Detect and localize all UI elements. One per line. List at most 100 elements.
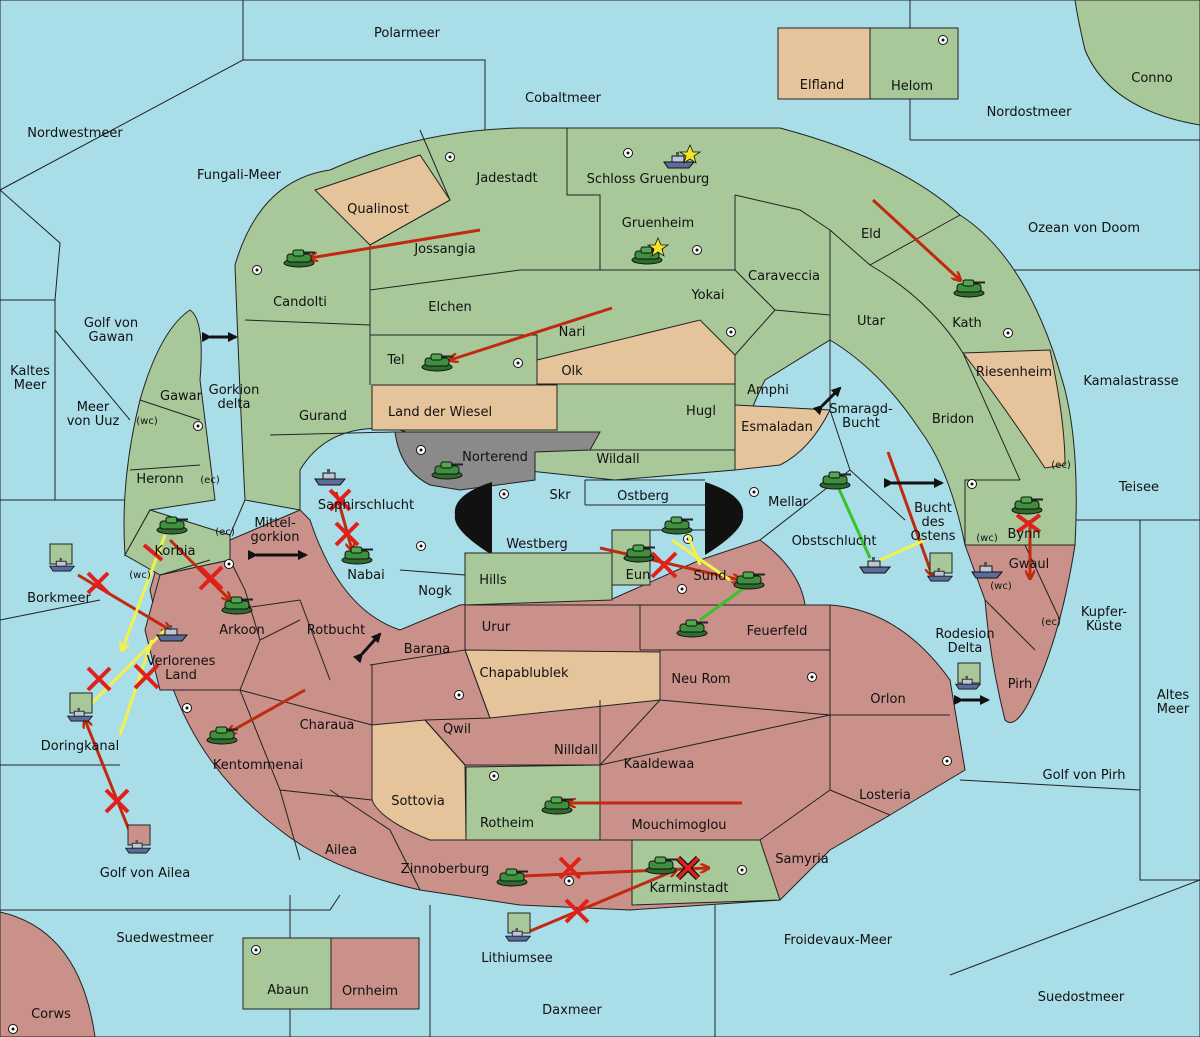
land-nari[interactable]: Nari [559, 325, 586, 340]
sea-golf-von-pirh[interactable]: Golf von Pirh [1043, 768, 1126, 783]
land-heronn[interactable]: Heronn [136, 472, 183, 487]
land-jadestadt[interactable]: Jadestadt [475, 171, 537, 186]
land-ornheim[interactable]: Ornheim [342, 984, 398, 999]
land-corws[interactable]: Corws [31, 1007, 71, 1022]
sea-polarmeer[interactable]: Polarmeer [374, 26, 441, 41]
land-jossangia[interactable]: Jossangia [413, 242, 475, 257]
land-olk[interactable]: Olk [561, 364, 583, 379]
land-eun[interactable]: Eun [626, 568, 651, 583]
sea-suedostmeer[interactable]: Suedostmeer [1038, 990, 1125, 1005]
land-kath[interactable]: Kath [952, 316, 982, 331]
land-elfland[interactable]: Elfland [800, 78, 844, 93]
land-caraveccia[interactable]: Caraveccia [748, 269, 820, 284]
land-norterend[interactable]: Norterend [462, 450, 528, 465]
land-arkoon[interactable]: Arkoon [219, 623, 264, 638]
land-hills[interactable]: Hills [479, 573, 507, 588]
land-schloss-gruenburg[interactable]: Schloss Gruenburg [587, 172, 710, 187]
land-yokai[interactable]: Yokai [690, 288, 724, 303]
region-elfland[interactable] [777, 27, 871, 100]
land-bynn[interactable]: Bynn [1007, 527, 1040, 542]
sea-daxmeer[interactable]: Daxmeer [542, 1003, 602, 1018]
land-candolti[interactable]: Candolti [273, 295, 327, 310]
land-eld[interactable]: Eld [861, 227, 881, 242]
land-ailea[interactable]: Ailea [325, 843, 357, 858]
sea-lithiumsee[interactable]: Lithiumsee [481, 951, 552, 966]
sea-cobaltmeer[interactable]: Cobaltmeer [525, 91, 602, 106]
land-land-der-wiesel[interactable]: Land der Wiesel [388, 405, 492, 420]
sea-suedwestmeer[interactable]: Suedwestmeer [116, 931, 214, 946]
land-chapablublek[interactable]: Chapablublek [480, 666, 569, 681]
land-nilldall[interactable]: Nilldall [554, 743, 598, 758]
land-utar[interactable]: Utar [857, 314, 886, 329]
land-gawar[interactable]: Gawar [160, 389, 203, 404]
sea-borkmeer[interactable]: Borkmeer [27, 591, 91, 606]
land-nogk[interactable]: Nogk [418, 584, 452, 599]
land-skr[interactable]: Skr [549, 488, 571, 503]
sea-kamalastrasse[interactable]: Kamalastrasse [1083, 374, 1178, 389]
region-conno[interactable] [1074, 0, 1200, 126]
sea-golf-von-ailea[interactable]: Golf von Ailea [100, 866, 190, 881]
land-conno[interactable]: Conno [1131, 71, 1173, 86]
land-orlon[interactable]: Orlon [870, 692, 905, 707]
land-sottovia[interactable]: Sottovia [391, 794, 445, 809]
land-kentommenai[interactable]: Kentommenai [213, 758, 303, 773]
land-tel[interactable]: Tel [386, 353, 404, 368]
land-charaua[interactable]: Charaua [300, 718, 355, 733]
land-gruenheim[interactable]: Gruenheim [622, 216, 694, 231]
sea-smaragd-bucht[interactable]: Smaragd-Bucht [829, 402, 893, 431]
land-samyria[interactable]: Samyria [775, 852, 829, 867]
land-barana[interactable]: Barana [404, 642, 450, 657]
land-kaaldewaa[interactable]: Kaaldewaa [624, 757, 695, 772]
sea-kupfer-kueste[interactable]: Kupfer-Küste [1081, 605, 1127, 634]
sea-teisee[interactable]: Teisee [1118, 480, 1159, 495]
land-mellar[interactable]: Mellar [768, 495, 808, 510]
land-qualinost[interactable]: Qualinost [347, 202, 409, 217]
land-helom[interactable]: Helom [891, 79, 933, 94]
sea-doringkanal[interactable]: Doringkanal [41, 739, 120, 754]
land-karminstadt[interactable]: Karminstadt [649, 881, 728, 896]
land-feuerfeld[interactable]: Feuerfeld [747, 624, 808, 639]
land-neu-rom[interactable]: Neu Rom [671, 672, 730, 687]
land-zinnoberburg[interactable]: Zinnoberburg [401, 862, 489, 877]
land-ostberg[interactable]: Ostberg [617, 489, 669, 504]
land-obstschlucht[interactable]: Obstschlucht [792, 534, 877, 549]
land-wildall[interactable]: Wildall [596, 452, 639, 467]
land-mouchimoglou[interactable]: Mouchimoglou [631, 818, 726, 833]
land-rotheim[interactable]: Rotheim [480, 816, 534, 831]
land-sund[interactable]: Sund [694, 569, 727, 584]
land-saphirschlucht[interactable]: Saphirschlucht [318, 498, 414, 513]
land-urur[interactable]: Urur [482, 620, 511, 635]
supply-center-icon [445, 152, 455, 162]
land-amphi[interactable]: Amphi [747, 383, 789, 398]
land-gwaul[interactable]: Gwaul [1009, 557, 1050, 572]
land-westberg[interactable]: Westberg [506, 537, 568, 552]
land-qwil[interactable]: Qwil [443, 722, 471, 737]
sea-froidevaux-meer[interactable]: Froidevaux-Meer [784, 933, 893, 948]
sea-fungali-meer[interactable]: Fungali-Meer [197, 168, 282, 183]
land-losteria[interactable]: Losteria [859, 788, 911, 803]
region-ornheim[interactable] [330, 937, 420, 1010]
sea-nordwestmeer[interactable]: Nordwestmeer [27, 126, 123, 141]
sea-mittelgorkion[interactable]: Mittel-gorkion [251, 516, 300, 545]
land-esmaladan[interactable]: Esmaladan [741, 420, 813, 435]
sea-nordostmeer[interactable]: Nordostmeer [987, 105, 1073, 120]
sea-ozean-von-doom[interactable]: Ozean von Doom [1028, 221, 1140, 236]
land-abaun[interactable]: Abaun [267, 983, 309, 998]
land-pirh[interactable]: Pirh [1008, 677, 1033, 692]
land-bridon[interactable]: Bridon [932, 412, 974, 427]
sea-rotbucht[interactable]: Rotbucht [307, 623, 365, 638]
land-hugl[interactable]: Hugl [686, 404, 716, 419]
land-gurand[interactable]: Gurand [299, 409, 347, 424]
land-elchen[interactable]: Elchen [428, 300, 471, 315]
land-riesenheim[interactable]: Riesenheim [976, 365, 1052, 380]
land-nabai[interactable]: Nabai [347, 568, 385, 583]
land-korbia[interactable]: Korbia [154, 544, 195, 559]
